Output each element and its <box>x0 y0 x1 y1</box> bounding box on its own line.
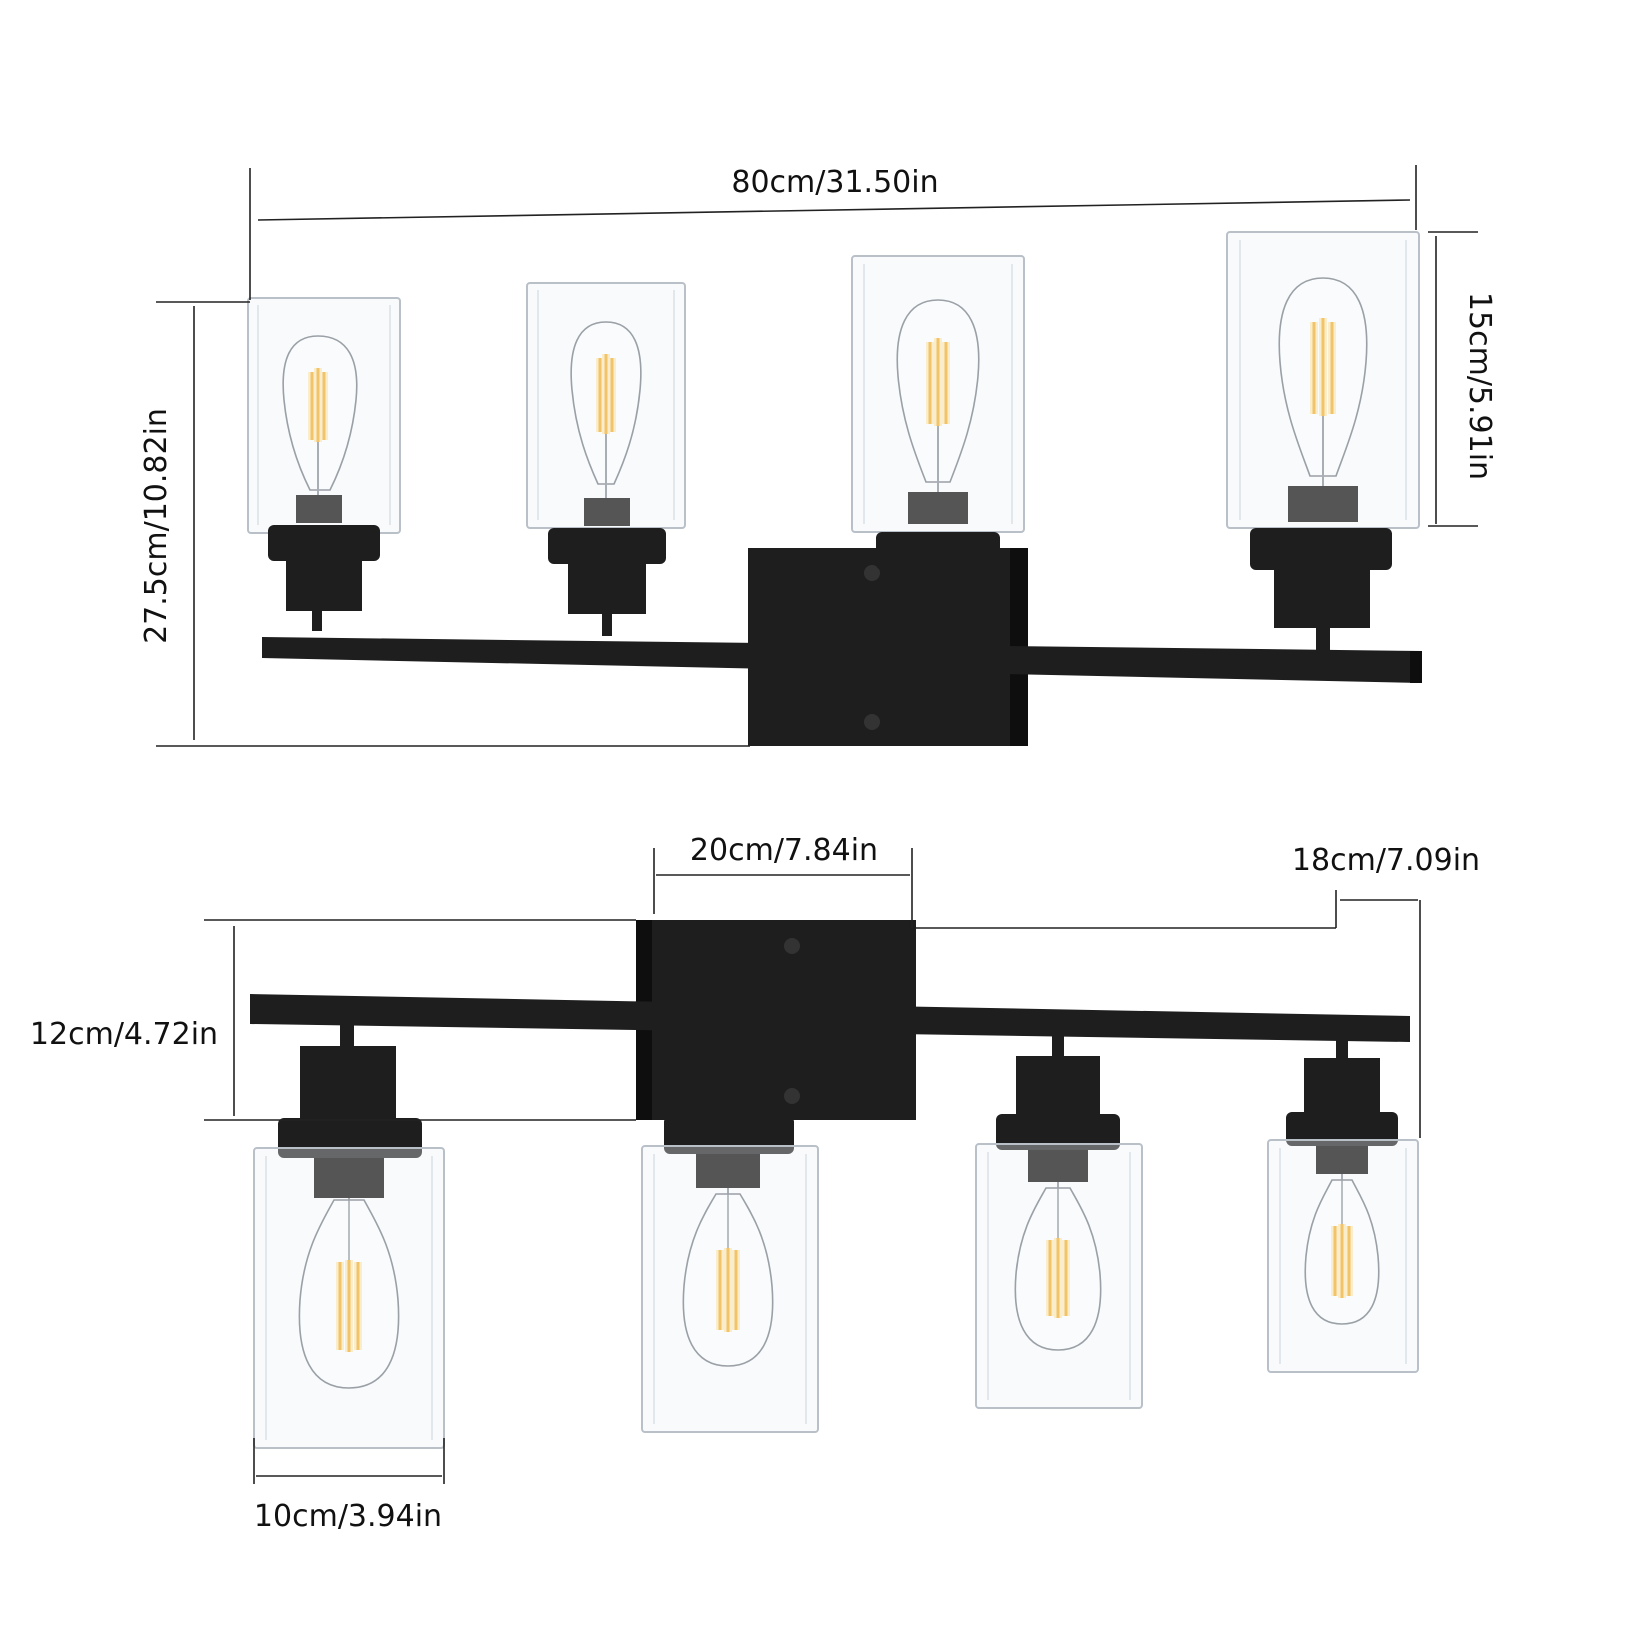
dimension-lines <box>156 165 1478 1484</box>
shade-bottom-1 <box>253 1024 445 1449</box>
arm-bar-bottom <box>250 994 1410 1042</box>
shade-diameter-label: 10cm/3.94in <box>254 1499 442 1534</box>
shade-top-1 <box>247 297 401 631</box>
shade-bottom-3 <box>975 1036 1143 1409</box>
shade-height-label: 15cm/5.91in <box>1462 292 1497 480</box>
shade-top-4 <box>1226 231 1420 652</box>
backplate-height-label: 12cm/4.72in <box>30 1017 218 1052</box>
front-view-lights-up <box>247 231 1422 746</box>
extension-label: 18cm/7.09in <box>1292 843 1480 878</box>
shade-top-3 <box>851 255 1025 648</box>
front-view-lights-down <box>250 920 1419 1449</box>
shade-bottom-4 <box>1267 1040 1419 1373</box>
shade-bottom-2 <box>641 1034 819 1433</box>
backplate-width-label: 20cm/7.84in <box>690 833 878 868</box>
dimension-labels: 80cm/31.50in 27.5cm/10.82in 15cm/5.91in … <box>30 165 1497 1534</box>
arm-bar-top <box>262 637 1422 683</box>
total-height-label: 27.5cm/10.82in <box>139 408 174 644</box>
total-width-label: 80cm/31.50in <box>731 165 938 200</box>
shade-top-2 <box>526 282 686 636</box>
